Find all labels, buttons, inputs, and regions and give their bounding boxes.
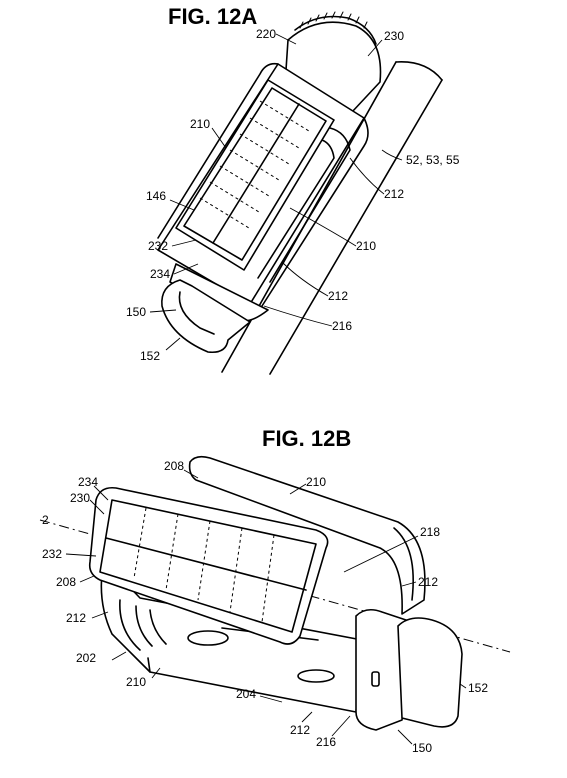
ref-208-lower: 208 <box>56 575 76 589</box>
cap-drawing <box>285 11 382 113</box>
ref-232: 232 <box>42 547 62 561</box>
ref-216: 216 <box>332 319 352 333</box>
ref-152: 152 <box>140 349 160 363</box>
ref-210-upper: 210 <box>190 117 210 131</box>
figure-12a: FIG. 12A <box>126 4 460 375</box>
ref-218: 218 <box>420 525 440 539</box>
ref-210-lower: 210 <box>126 675 146 689</box>
fig-12b-leaders <box>65 469 467 745</box>
figure-12b-title: FIG. 12B <box>262 426 351 451</box>
figure-12a-title: FIG. 12A <box>168 4 257 29</box>
clamp-drawing <box>100 455 426 713</box>
ref-150: 150 <box>126 305 146 319</box>
ref-212-right: 212 <box>418 575 438 589</box>
ref-220: 220 <box>256 27 276 41</box>
ref-210-lower: 210 <box>356 239 376 253</box>
ref-2: 2 <box>42 513 49 527</box>
ref-150: 150 <box>412 741 432 755</box>
ref-230: 230 <box>384 29 404 43</box>
ref-232: 232 <box>148 239 168 253</box>
ref-52-53-55: 52, 53, 55 <box>406 153 460 167</box>
ref-210-upper: 210 <box>306 475 326 489</box>
ref-216: 216 <box>316 735 336 749</box>
ref-204: 204 <box>236 687 256 701</box>
ref-234: 234 <box>150 267 170 281</box>
figure-12b: FIG. 12B <box>39 426 511 755</box>
ref-212-left: 212 <box>66 611 86 625</box>
ref-230: 230 <box>70 491 90 505</box>
solar-panel-drawing <box>175 79 335 271</box>
ref-212-upper: 212 <box>384 187 404 201</box>
solar-panel-drawing <box>88 486 329 645</box>
battery-pack-drawing <box>355 608 463 731</box>
ref-152: 152 <box>468 681 488 695</box>
ref-208-upper: 208 <box>164 459 184 473</box>
ref-202: 202 <box>76 651 96 665</box>
ref-212-bottom: 212 <box>290 723 310 737</box>
ref-234: 234 <box>78 475 98 489</box>
mount-drawing <box>161 263 269 354</box>
ref-212-lower: 212 <box>328 289 348 303</box>
fig-12a-leaders <box>149 33 403 351</box>
ref-146: 146 <box>146 189 166 203</box>
